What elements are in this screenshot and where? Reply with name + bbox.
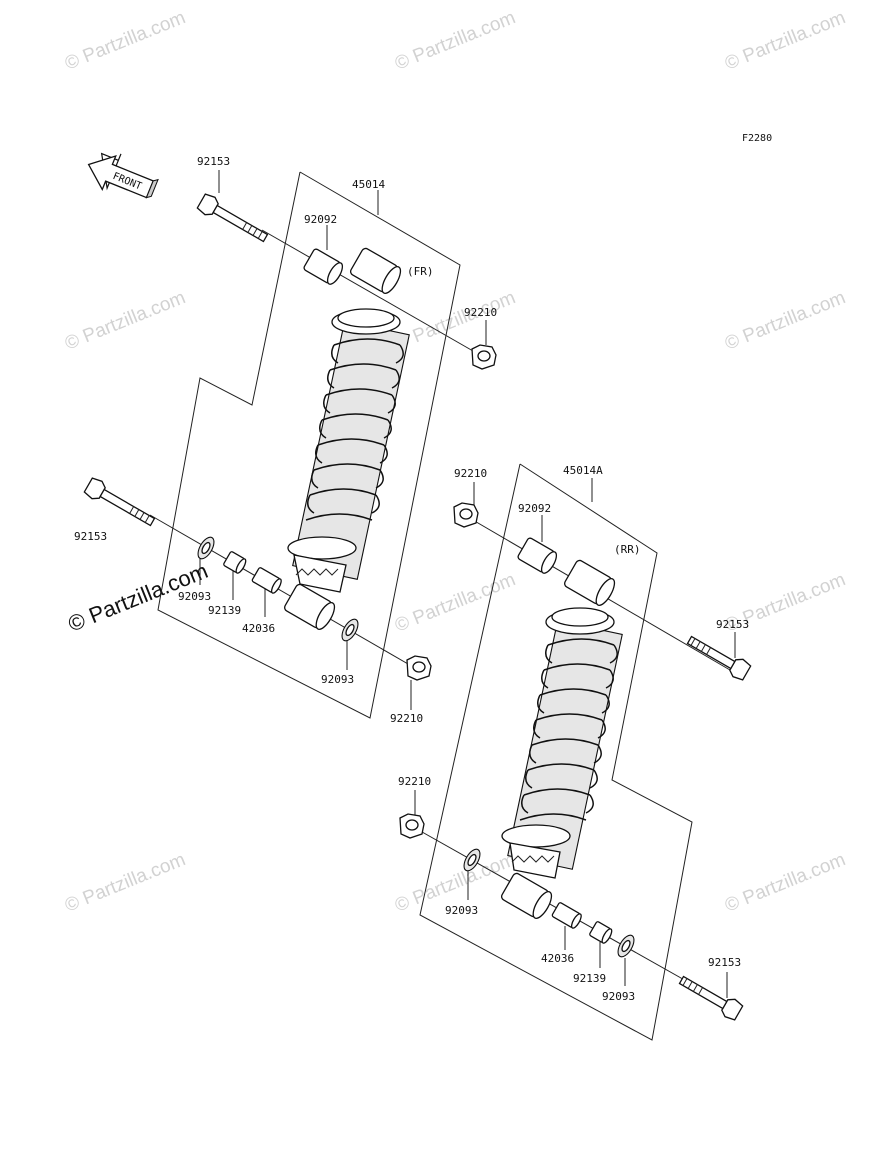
part-number-label: 92210 bbox=[390, 712, 423, 725]
watermark: © Partzilla.com bbox=[722, 849, 849, 916]
part-number-label: 92093 bbox=[445, 904, 478, 917]
rear-collar-bottom bbox=[551, 902, 582, 929]
rear-nut-bottom bbox=[399, 813, 425, 839]
part-number-label: 92210 bbox=[398, 775, 431, 788]
watermark: © Partzilla.com bbox=[722, 287, 849, 354]
part-number-label: 92153 bbox=[197, 155, 230, 168]
front-nut-top bbox=[471, 344, 497, 370]
part-number-label: 92092 bbox=[518, 502, 551, 515]
part-number-label: 92210 bbox=[464, 306, 497, 319]
watermark: © Partzilla.com bbox=[62, 7, 189, 74]
rear-shock-assembly: 92210 45014A 92092 (RR) 92153 92210 9209… bbox=[398, 463, 752, 1041]
front-collar-top bbox=[303, 248, 344, 285]
part-number-label: 92153 bbox=[74, 530, 107, 543]
watermark: © Partzilla.com bbox=[392, 569, 519, 636]
position-label: (FR) bbox=[407, 265, 434, 278]
front-collar-bottom bbox=[251, 567, 282, 594]
part-number-label: 92139 bbox=[573, 972, 606, 985]
rear-bushing bbox=[589, 921, 613, 944]
part-number-label: 92153 bbox=[716, 618, 749, 631]
assembly-number-label: 45014A bbox=[563, 464, 603, 477]
rear-collar-top bbox=[517, 537, 558, 574]
front-shock-assembly: 92153 45014 92092 (FR) 92210 92153 92093… bbox=[74, 155, 497, 725]
watermark: © Partzilla.com bbox=[62, 849, 189, 916]
part-number-label: 92210 bbox=[454, 467, 487, 480]
part-number-label: 92093 bbox=[321, 673, 354, 686]
part-number-label: 92093 bbox=[602, 990, 635, 1003]
assembly-number-label: 45014 bbox=[352, 178, 385, 191]
diagram-code: F2280 bbox=[742, 133, 772, 144]
part-number-label: 42036 bbox=[242, 622, 275, 635]
front-shock-bottom-eye bbox=[283, 583, 336, 630]
part-number-label: 92139 bbox=[208, 604, 241, 617]
position-label: (RR) bbox=[614, 543, 641, 556]
front-seal-right bbox=[341, 618, 359, 642]
watermark: © Partzilla.com bbox=[392, 287, 519, 354]
rear-nut-top bbox=[453, 502, 479, 528]
watermark: © Partzilla.com bbox=[62, 287, 189, 354]
front-direction-arrow: FRONT bbox=[87, 152, 159, 199]
front-shock-top-eye bbox=[349, 247, 402, 294]
watermark-layer: © Partzilla.com © Partzilla.com © Partzi… bbox=[62, 7, 849, 916]
part-number-label: 92093 bbox=[178, 590, 211, 603]
front-bushing bbox=[223, 551, 247, 574]
front-nut-bottom bbox=[406, 655, 432, 681]
rear-bolt-bottom bbox=[678, 975, 744, 1021]
part-number-label: 42036 bbox=[541, 952, 574, 965]
part-number-label: 92153 bbox=[708, 956, 741, 969]
rear-shock-body bbox=[501, 607, 623, 879]
rear-shock-top-eye bbox=[563, 559, 616, 606]
watermark: © Partzilla.com bbox=[722, 7, 849, 74]
watermark: © Partzilla.com bbox=[392, 7, 519, 74]
front-seal-left bbox=[197, 536, 215, 560]
front-bolt-top bbox=[196, 193, 269, 243]
front-shock-body bbox=[287, 308, 410, 593]
rear-shock-bottom-eye bbox=[500, 872, 553, 919]
rear-seal-left bbox=[463, 848, 481, 872]
part-number-label: 92092 bbox=[304, 213, 337, 226]
front-bolt-bottom bbox=[83, 477, 156, 527]
rear-seal-right bbox=[617, 934, 635, 958]
rear-bolt-top bbox=[686, 635, 752, 681]
